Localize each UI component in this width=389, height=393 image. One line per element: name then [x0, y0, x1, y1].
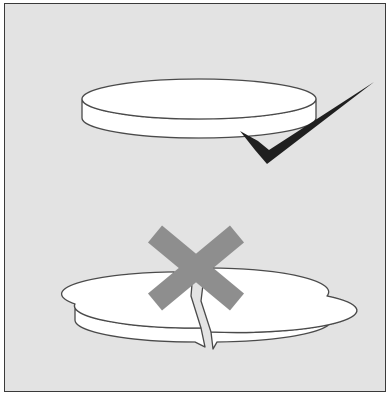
figure-canvas: [5, 4, 386, 392]
whole-tablet-illustration: [82, 79, 316, 138]
tablet-top-face: [82, 79, 316, 119]
figure-frame: [4, 3, 386, 392]
